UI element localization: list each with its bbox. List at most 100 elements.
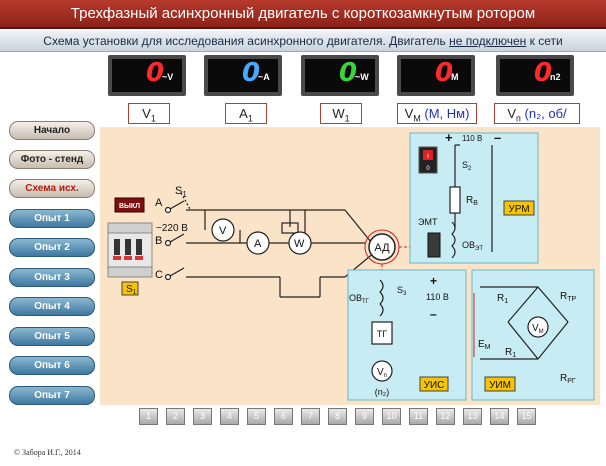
meter-current: 0~A: [204, 55, 282, 96]
page-button-5[interactable]: 5: [247, 408, 266, 425]
uis-title-box: [419, 376, 449, 392]
label-extra: (M, Нм): [420, 106, 470, 121]
meter-label-w1: W1: [320, 103, 362, 124]
switch-s1-label: S1: [175, 185, 187, 199]
page-button-3[interactable]: 3: [193, 408, 212, 425]
copyright: © Забора И.Г., 2014: [14, 448, 81, 457]
scheme-area: ВЫКЛ S1 A B C ~220 В S1: [100, 127, 600, 405]
meter-label-v1: V1: [128, 103, 170, 124]
uis-speed-label: (n₂): [375, 387, 390, 397]
label-sub: 1: [247, 113, 253, 124]
nav-start-button[interactable]: Начало: [9, 121, 95, 140]
meter-unit: ~A: [258, 72, 270, 82]
urm-title: УРМ: [508, 204, 529, 215]
meter-digit: 0: [146, 58, 165, 88]
meter-unit: M: [451, 72, 459, 82]
page-button-13[interactable]: 13: [463, 408, 482, 425]
page-button-7[interactable]: 7: [301, 408, 320, 425]
nav-experiment-4-button[interactable]: Опыт 4: [9, 297, 95, 316]
phase-a-label: A: [155, 197, 163, 209]
page-button-1[interactable]: 1: [139, 408, 158, 425]
urm-voltage: 110 В: [462, 134, 482, 143]
supply-voltage-label: ~220 В: [156, 223, 188, 234]
nav-experiment-1-button[interactable]: Опыт 1: [9, 209, 95, 228]
uim-voltmeter: [527, 316, 549, 338]
circuit-breaker[interactable]: [107, 222, 153, 278]
meter-unit: ~W: [355, 72, 369, 82]
subtitle-underlined: не подключен: [449, 34, 527, 48]
page-button-11[interactable]: 11: [409, 408, 428, 425]
subtitle-text-end: к сети: [526, 34, 563, 48]
nav-experiment-3-button[interactable]: Опыт 3: [9, 268, 95, 287]
uis-voltage: 110 В: [426, 292, 449, 302]
urm-plus: +: [445, 130, 453, 145]
label-sub: п: [516, 113, 521, 124]
urm-toggle-on: [423, 150, 433, 160]
breaker-label-box: [121, 281, 139, 296]
uim-title: УИМ: [489, 380, 511, 391]
breaker-state-text: ВЫКЛ: [119, 203, 140, 210]
urm-switch-label: S2: [462, 160, 472, 172]
wattmeter-w1: [288, 231, 312, 255]
uim-voltmeter-label: VM: [532, 323, 544, 335]
uis-plus: +: [430, 274, 437, 288]
page-button-6[interactable]: 6: [274, 408, 293, 425]
page-button-15[interactable]: 15: [517, 408, 536, 425]
voltmeter-v1-label: V: [219, 225, 227, 237]
breaker-state-indicator[interactable]: [114, 197, 145, 213]
uim-rrg-label: RРГ: [560, 373, 576, 385]
scheme-subtitle: Схема установки для исследования асинхро…: [0, 31, 606, 52]
uim-bridge: [480, 286, 569, 360]
switch-s1[interactable]: [164, 192, 191, 281]
meter-voltage: 0~V: [108, 55, 186, 96]
nav-experiment-6-button[interactable]: Опыт 6: [9, 356, 95, 375]
page-button-12[interactable]: 12: [436, 408, 455, 425]
meter-unit: n2: [550, 72, 561, 82]
uim-em-label: EМ: [478, 339, 491, 351]
ammeter-a1-label: A: [254, 238, 262, 250]
ammeter-a1: [246, 231, 270, 255]
uis-winding: [379, 279, 384, 317]
urm-toggle-on-text: I: [427, 154, 429, 160]
resistor-rv: [449, 186, 461, 214]
label-main: V: [404, 106, 414, 121]
app-title: Трехфазный асинхронный двигатель с корот…: [0, 0, 606, 29]
brake-emt-label: ЭМТ: [418, 217, 438, 227]
page-button-14[interactable]: 14: [490, 408, 509, 425]
uis-voltmeter-label: Vп: [377, 367, 387, 379]
voltmeter-v1: [211, 218, 235, 242]
urm-title-box: [503, 200, 535, 216]
label-main: W: [332, 106, 345, 121]
meter-digit: 0: [534, 58, 553, 88]
winding-ovet: [451, 221, 456, 259]
page-button-9[interactable]: 9: [355, 408, 374, 425]
nav-photo-button[interactable]: Фото - стенд: [9, 150, 95, 169]
page-button-8[interactable]: 8: [328, 408, 347, 425]
tachogenerator: [371, 321, 393, 345]
nav-experiment-7-button[interactable]: Опыт 7: [9, 386, 95, 405]
uis-minus: –: [430, 307, 437, 321]
uis-switch-label: S3: [397, 285, 407, 297]
subtitle-text: Схема установки для исследования асинхро…: [43, 34, 450, 48]
label-sub: M: [413, 113, 421, 124]
uis-title: УИС: [424, 380, 445, 391]
page-button-10[interactable]: 10: [382, 408, 401, 425]
uim-r1b-label: R1: [505, 347, 516, 359]
label-main: V: [142, 106, 151, 121]
meter-unit: ~V: [162, 72, 174, 82]
nav-scheme-button[interactable]: Схема исх.: [9, 179, 95, 198]
urm-minus: –: [494, 130, 501, 145]
winding-ovet-label: ОВЭТ: [462, 240, 483, 252]
phase-b-label: B: [155, 235, 162, 247]
nav-experiment-2-button[interactable]: Опыт 2: [9, 238, 95, 257]
label-main: V: [507, 106, 517, 121]
nav-experiment-5-button[interactable]: Опыт 5: [9, 327, 95, 346]
meter-label-a1: A1: [225, 103, 267, 124]
page-button-2[interactable]: 2: [166, 408, 185, 425]
motor-ad[interactable]: [368, 233, 396, 261]
uis-voltmeter: [371, 360, 393, 382]
page-button-4[interactable]: 4: [220, 408, 239, 425]
urm-toggle-off-text: 0: [426, 166, 430, 172]
label-sub: 1: [150, 113, 156, 124]
